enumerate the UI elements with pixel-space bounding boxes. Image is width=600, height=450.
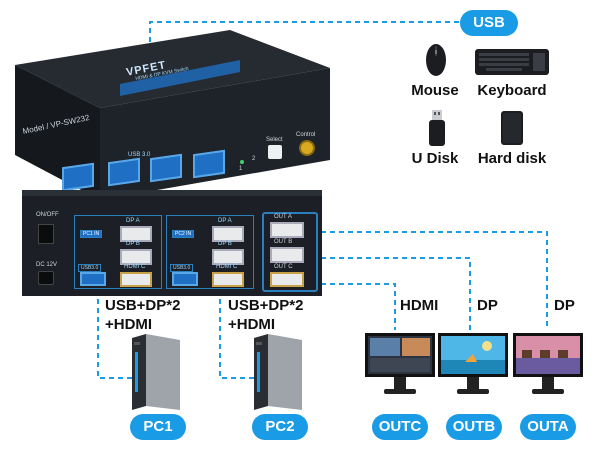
- usb-tag: USB: [460, 10, 518, 36]
- pc1-port-group: [74, 215, 162, 289]
- front-usb-port-3[interactable]: [150, 153, 182, 183]
- outb-dp-label: DP: [477, 297, 498, 314]
- pc2-dpa-port[interactable]: [212, 226, 244, 242]
- monitor-outc-icon: [365, 333, 435, 394]
- pc1-input-callout: USB+DP*2 +HDMI: [105, 296, 180, 334]
- led-1: [240, 160, 244, 164]
- pc2-dpb-port[interactable]: [212, 249, 244, 265]
- pc1-usb-port[interactable]: [80, 272, 106, 286]
- monitor-outb-icon: [438, 333, 508, 394]
- rear-dc-label: DC 12V: [36, 262, 58, 268]
- led-2-label: 2: [252, 156, 256, 162]
- outc-hdmi-label: HDMI: [400, 297, 439, 314]
- pc1-hdmi-label: HDMI C: [124, 264, 146, 270]
- pc1-in-label: PC1 IN: [80, 230, 103, 238]
- pc2-hdmi-port[interactable]: [212, 272, 244, 287]
- pc1-callout-line2: +HDMI: [105, 316, 153, 333]
- pc2-callout-line1: USB+DP*2: [228, 297, 304, 314]
- front-usb-port-1[interactable]: [62, 162, 94, 192]
- pc2-dpa-label: DP A: [218, 218, 232, 224]
- pc1-tower-icon: [132, 334, 180, 410]
- peripheral-mouse-label: Mouse: [411, 82, 459, 99]
- usb-link-line: [149, 21, 462, 150]
- outa-dp-label: DP: [554, 297, 575, 314]
- pc2-input-callout: USB+DP*2 +HDMI: [228, 296, 303, 334]
- pc1-hdmi-port[interactable]: [120, 272, 152, 287]
- pc1-callout-line1: USB+DP*2: [105, 297, 181, 314]
- control-label: Control: [296, 132, 316, 138]
- front-usb-label: USB 3.0: [128, 152, 151, 158]
- pc1-tag: PC1: [130, 414, 186, 440]
- monitor-outa-icon: [513, 333, 583, 394]
- front-usb-port-4[interactable]: [193, 149, 225, 179]
- outc-link-line: [312, 283, 396, 330]
- out-c-label: OUT C: [274, 264, 293, 270]
- pc1-usb3-label: USB3.0: [78, 264, 102, 272]
- outa-link-line: [312, 231, 548, 330]
- peripheral-udisk-label: U Disk: [411, 150, 459, 167]
- pc2-callout-line2: +HDMI: [228, 316, 276, 333]
- peripheral-harddisk-label: Hard disk: [477, 150, 547, 167]
- out-a-port[interactable]: [270, 222, 304, 238]
- mouse-icon: [426, 44, 446, 76]
- out-a-label: OUT A: [274, 214, 292, 220]
- dc-jack[interactable]: [38, 271, 54, 285]
- pc2-port-group: [166, 215, 254, 289]
- outb-link-line: [312, 257, 471, 330]
- usb-drive-icon: [429, 110, 445, 146]
- pc2-tag: PC2: [252, 414, 308, 440]
- hard-disk-icon: [501, 111, 523, 145]
- out-b-label: OUT B: [274, 239, 293, 245]
- peripheral-keyboard-label: Keyboard: [477, 82, 547, 99]
- pc2-hdmi-label: HDMI C: [216, 264, 238, 270]
- pc1-dpa-port[interactable]: [120, 226, 152, 242]
- outb-tag: OUTB: [446, 414, 502, 440]
- out-b-port[interactable]: [270, 247, 304, 263]
- pc1-dpb-label: DP B: [126, 241, 140, 247]
- pc1-link-line: [97, 290, 138, 379]
- pc2-tower-icon: [254, 334, 302, 410]
- pc2-dpb-label: DP B: [218, 241, 232, 247]
- control-port[interactable]: [299, 140, 315, 156]
- led-1-label: 1: [239, 166, 243, 172]
- out-c-port[interactable]: [270, 272, 304, 287]
- rear-on-off-label: ON/OFF: [36, 212, 59, 218]
- keyboard-icon: [475, 49, 549, 75]
- pc2-usb-port[interactable]: [172, 272, 198, 286]
- pc1-dpb-port[interactable]: [120, 249, 152, 265]
- front-usb-port-2[interactable]: [108, 157, 140, 187]
- pc2-in-label: PC2 IN: [172, 230, 195, 238]
- pc1-dpa-label: DP A: [126, 218, 140, 224]
- output-port-group: [262, 212, 318, 292]
- pc2-link-line: [219, 290, 258, 379]
- select-button[interactable]: [268, 145, 282, 159]
- outc-tag: OUTC: [372, 414, 428, 440]
- pc2-usb3-label: USB3.0: [170, 264, 194, 272]
- outa-tag: OUTA: [520, 414, 576, 440]
- power-switch[interactable]: [38, 224, 54, 244]
- select-label: Select: [266, 137, 283, 143]
